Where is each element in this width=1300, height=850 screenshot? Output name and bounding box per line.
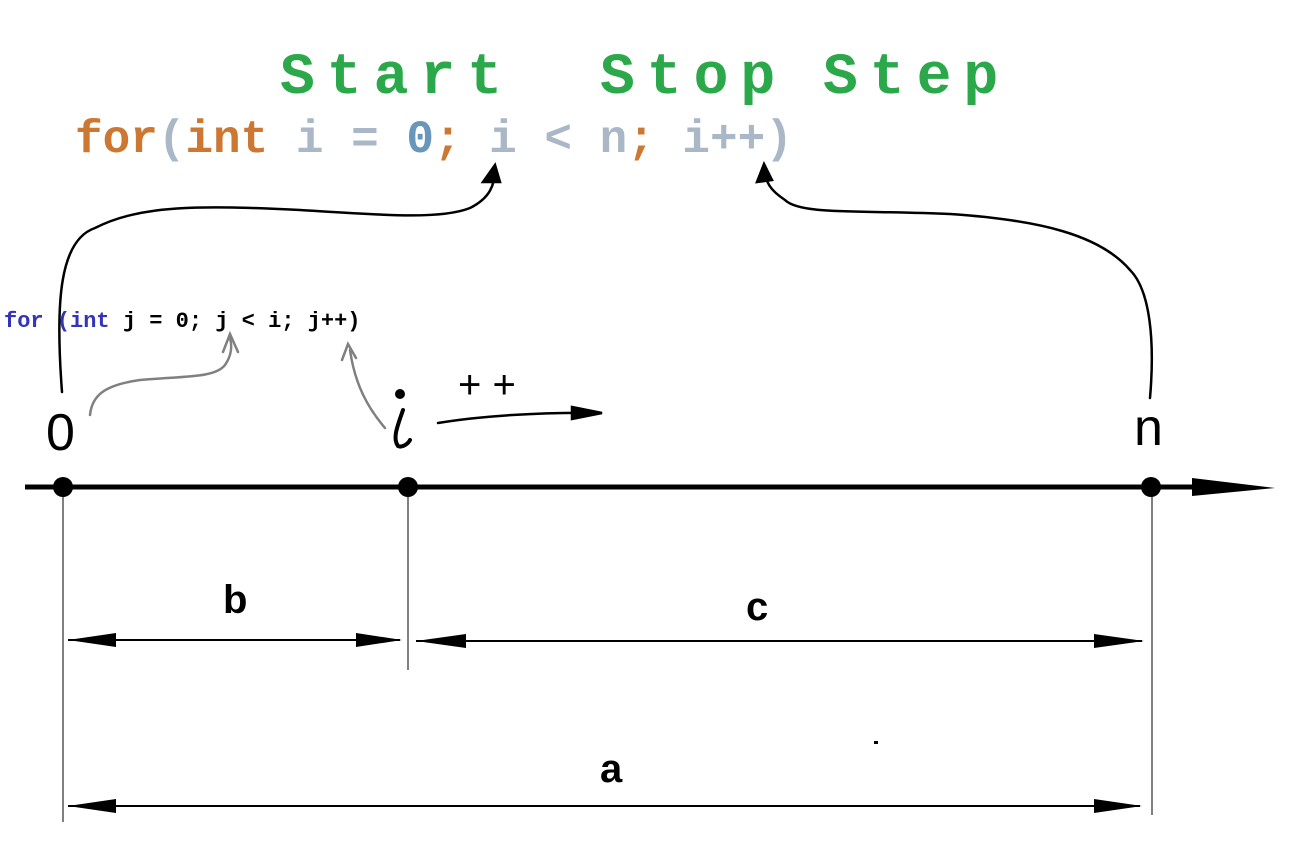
outer-int-keyword: int <box>185 114 268 166</box>
outer-paren-open: ( <box>158 114 186 166</box>
inner-for-loop-code: for (int j = 0; j < i; j++) <box>4 309 360 334</box>
outer-var-decl: i = <box>296 114 379 166</box>
arrow-i-to-inner-stop <box>340 341 387 430</box>
increment-label: + + <box>458 363 516 407</box>
step-label: Step <box>823 46 1010 111</box>
label-n: n <box>1134 399 1163 457</box>
outer-init-value: 0 <box>406 114 434 166</box>
point-zero <box>53 477 73 497</box>
arrow-zero-to-start <box>58 162 502 394</box>
arrow-n-to-stop <box>755 160 1154 400</box>
svg-text:for (int j = 0; j < i; j++): for (int j = 0; j < i; j++) <box>4 309 360 334</box>
label-i: i <box>0 0 1 1</box>
inner-end: ; j++) <box>281 309 360 334</box>
outer-semicolon-1: ; <box>434 114 462 166</box>
extension-lines <box>62 497 1153 822</box>
stray-dot <box>874 741 878 744</box>
inner-init-value: 0 <box>176 309 189 334</box>
point-i <box>398 477 418 497</box>
dimension-c-label: c <box>746 585 768 629</box>
dimension-a <box>68 799 1142 813</box>
number-line <box>25 477 1275 497</box>
outer-semicolon-2: ; <box>627 114 655 166</box>
label-zero: 0 <box>46 404 75 462</box>
outer-paren-close: ) <box>765 114 793 166</box>
dimension-b <box>68 633 402 647</box>
outer-for-loop-code: for(int i = 0; i < n; i++) <box>75 114 793 166</box>
outer-for-keyword: for <box>75 114 158 166</box>
outer-limit: n <box>600 114 628 166</box>
inner-int-keyword: (int <box>57 309 110 334</box>
number-line-arrowhead <box>1192 478 1275 496</box>
inner-decl: j = <box>123 309 163 334</box>
dimension-b-label: b <box>223 578 247 622</box>
dimension-a-label: a <box>600 747 623 791</box>
svg-text:for(int i = 0; i < n; i++): for(int i = 0; i < n; i++) <box>75 114 793 166</box>
dimension-c <box>416 634 1144 648</box>
loop-parts-header: Start Stop Step <box>280 46 1010 111</box>
increment-arrow <box>436 405 603 425</box>
outer-step: i++ <box>682 114 765 166</box>
inner-limit: i <box>268 309 281 334</box>
arrow-zero-to-inner-start <box>88 330 240 417</box>
start-label: Start <box>280 46 514 111</box>
label-i-handwritten <box>393 389 412 449</box>
point-n <box>1141 477 1161 497</box>
inner-mid: ; j < <box>189 309 255 334</box>
stop-label: Stop <box>600 46 787 111</box>
inner-for-keyword: for <box>4 309 44 334</box>
outer-condition-var: i < <box>489 114 572 166</box>
